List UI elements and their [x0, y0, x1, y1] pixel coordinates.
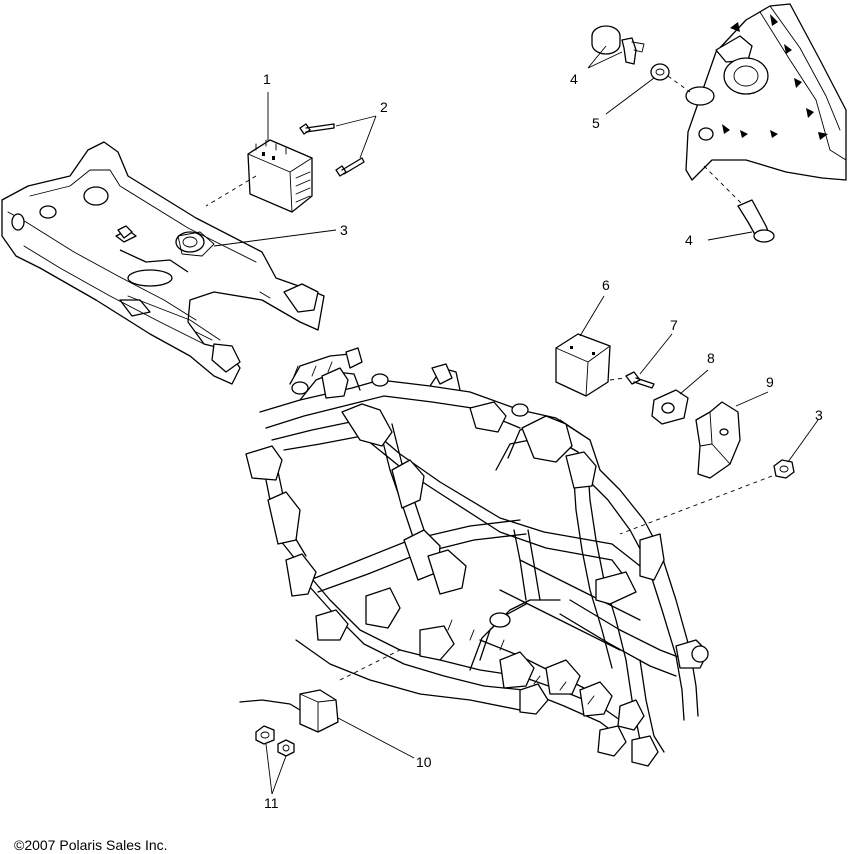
part-4-bulb-socket [737, 199, 775, 243]
part-2-screws [299, 123, 365, 177]
part-10-mount [239, 689, 339, 733]
callout-6: 6 [602, 277, 610, 293]
callout-2: 2 [380, 99, 388, 115]
part-11-nuts [255, 725, 295, 757]
callout-11: 11 [264, 795, 279, 811]
callout-8: 8 [707, 350, 715, 366]
callout-1: 1 [263, 71, 271, 87]
callout-4-upper: 4 [570, 71, 578, 87]
part-3-nut-upper [117, 225, 133, 239]
part-9-bracket [695, 401, 741, 479]
part-7-bolt [625, 371, 655, 389]
part-8-gasket [651, 389, 689, 425]
copyright-notice: ©2007 Polaris Sales Inc. [14, 837, 168, 853]
callout-labels: 1 2 3 4 5 4 6 7 8 9 3 10 11 [263, 71, 823, 811]
part-4-grommet-upper [591, 25, 645, 65]
callout-3-upper: 3 [340, 222, 348, 238]
callout-9: 9 [766, 374, 774, 390]
front-cover-headlight [685, 3, 847, 181]
callout-5: 5 [592, 115, 600, 131]
part-6-control-module [555, 333, 611, 397]
rear-subframe-bracket [1, 141, 325, 385]
callout-10: 10 [416, 754, 432, 770]
main-frame [245, 347, 709, 767]
callout-4-lower: 4 [685, 232, 693, 248]
part-1-module [247, 139, 313, 213]
leader-lines [205, 45, 819, 795]
part-5-grommet [650, 63, 670, 81]
callout-3-lower: 3 [815, 407, 823, 423]
callout-7: 7 [670, 317, 678, 333]
part-3-nut-lower [773, 459, 795, 479]
